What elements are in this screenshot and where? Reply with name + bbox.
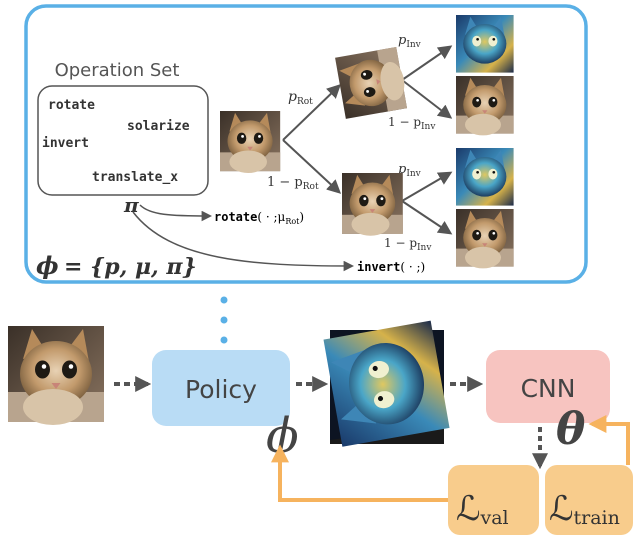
policy-label: Policy: [185, 375, 257, 404]
leaf-original: [456, 209, 514, 269]
branch-norot-no-invert: [401, 200, 453, 235]
sample-arrow-rotate: [139, 204, 213, 222]
leaf-rotated-inverted: [456, 15, 514, 73]
sample-rotate: rotate( · ;μRot): [214, 210, 304, 226]
leaf-inverted: [456, 148, 514, 206]
val-loss-label: ℒval: [456, 489, 509, 529]
branch-rot-no-invert: [401, 79, 453, 119]
frame-connector-dots: [220, 296, 228, 344]
op-translate-x: translate_x: [92, 170, 178, 185]
train-loss-to-cnn-feedback: [588, 415, 630, 465]
sample-invert: invert( · ;): [357, 260, 425, 274]
operation-set-box: [37, 85, 209, 196]
phi-equation-lhs: ϕ: [36, 251, 59, 280]
branch-rotate: [282, 84, 342, 141]
label-p-inv-top: pInv: [398, 33, 422, 50]
branch-rot-invert: [401, 45, 453, 81]
rotated-kitten-image: [335, 46, 409, 119]
label-p-inv-bottom: pInv: [398, 162, 422, 179]
cnn-box: [486, 350, 610, 423]
label-one-minus-p-inv-bottom: 1 − pInv: [384, 236, 432, 253]
unrotated-kitten-image: [342, 173, 403, 236]
label-one-minus-p-inv-top: 1 − pInv: [388, 115, 436, 132]
policy-detail-frame: [24, 4, 588, 284]
root-kitten-image: [220, 111, 281, 174]
input-kitten-image: [8, 326, 104, 425]
op-invert: invert: [42, 136, 89, 151]
op-rotate: rotate: [48, 98, 95, 113]
phi-symbol: ϕ: [266, 408, 299, 464]
leaf-rotated: [456, 76, 514, 136]
augmented-image: [323, 320, 450, 447]
policy-box: [152, 350, 290, 426]
label-one-minus-p-rot: 1 − pRot: [267, 175, 319, 192]
train-loss-label: ℒtrain: [549, 489, 620, 529]
pi-symbol: π: [123, 193, 139, 217]
phi-equation-rhs: = {p, μ, π}: [64, 254, 197, 280]
val-loss-to-policy-feedback: [271, 444, 448, 502]
op-solarize: solarize: [127, 119, 190, 134]
label-p-rot: pRot: [288, 89, 313, 107]
theta-symbol: θ: [556, 404, 586, 455]
branch-no-rotate: [282, 139, 342, 194]
cnn-label: CNN: [521, 374, 576, 403]
operation-set-title: Operation Set: [55, 60, 180, 81]
branch-norot-invert: [401, 171, 453, 202]
sample-arrow-invert: [132, 211, 355, 272]
val-loss-box: [448, 465, 539, 535]
train-loss-box: [545, 465, 633, 535]
